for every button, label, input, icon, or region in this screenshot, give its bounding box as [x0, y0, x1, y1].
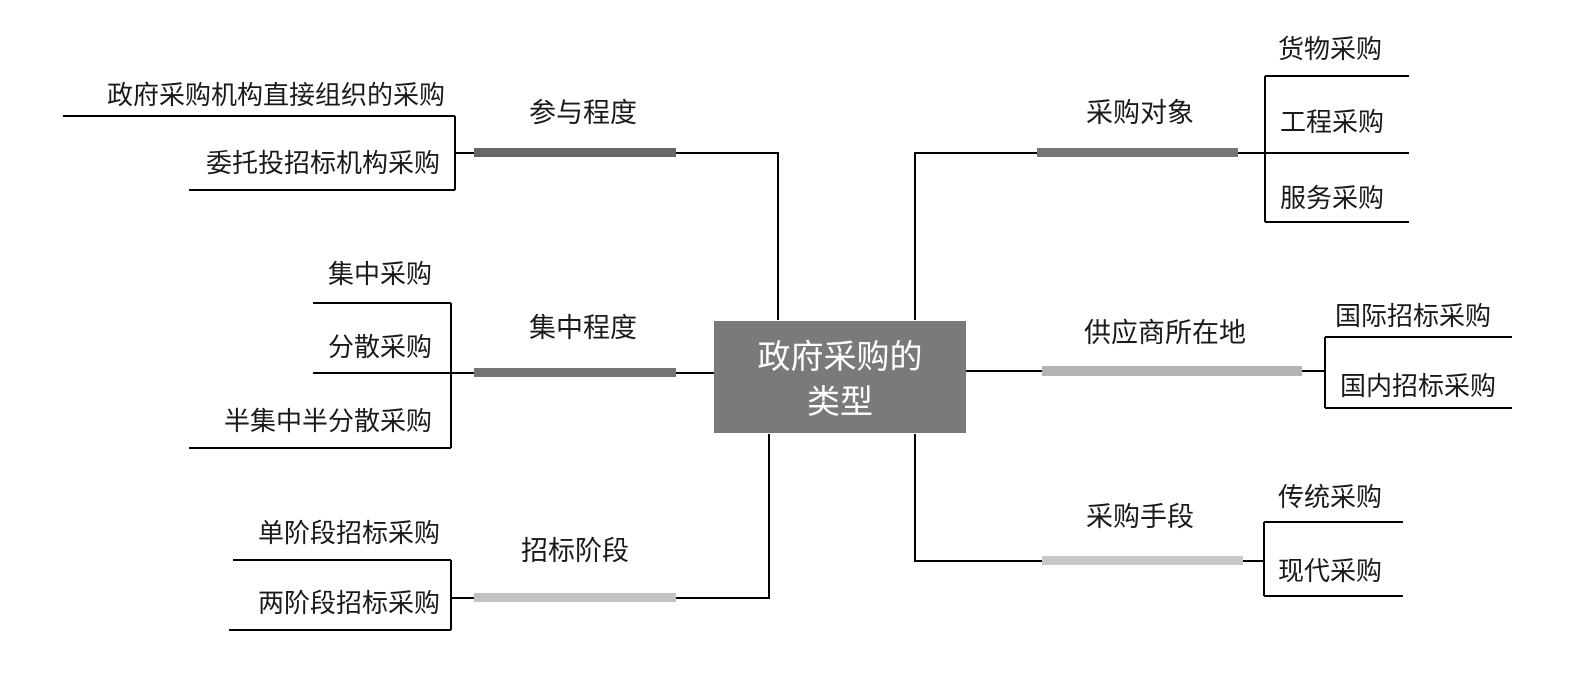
leaf-object-1: 货物采购: [1278, 35, 1382, 65]
leaf-supplier-location-2: 国内招标采购: [1340, 372, 1496, 402]
branch-label-centralization: 集中程度: [529, 313, 637, 344]
connector-root-bidding-stage: [676, 434, 770, 599]
root-box: [714, 321, 966, 433]
bar-supplier-location: [1042, 366, 1302, 376]
leaf-bidding-stage-2: 两阶段招标采购: [258, 589, 440, 619]
branch-bars: [474, 148, 1302, 602]
root-title-line-2: 类型: [807, 382, 873, 421]
connector-root-object: [914, 152, 1037, 320]
leaf-centralization-2: 分散采购: [328, 333, 432, 363]
bar-object: [1037, 148, 1238, 157]
branch-label-participation: 参与程度: [529, 98, 637, 129]
root-title-line-1: 政府采购的: [758, 337, 923, 376]
bar-centralization: [474, 368, 676, 377]
leaf-centralization-3: 半集中半分散采购: [224, 407, 432, 437]
leaf-participation-2: 委托投招标机构采购: [206, 149, 440, 179]
branch-label-object: 采购对象: [1086, 98, 1194, 129]
leaf-means-2: 现代采购: [1278, 557, 1382, 587]
branch-labels: 参与程度 集中程度 招标阶段 采购对象 供应商所在地 采购手段: [521, 98, 1246, 567]
branch-label-means: 采购手段: [1086, 502, 1194, 533]
connector-root-means: [914, 434, 1042, 562]
leaf-participation-1: 政府采购机构直接组织的采购: [107, 81, 445, 111]
leaf-object-3: 服务采购: [1280, 184, 1384, 214]
branch-label-supplier-location: 供应商所在地: [1084, 318, 1246, 349]
leaf-means-1: 传统采购: [1278, 483, 1382, 513]
leaf-supplier-location-1: 国际招标采购: [1335, 302, 1491, 332]
leaf-centralization-1: 集中采购: [328, 260, 432, 290]
bar-participation: [474, 148, 676, 157]
branch-label-bidding-stage: 招标阶段: [521, 536, 629, 567]
connector-root-participation: [676, 152, 779, 320]
leaf-labels: 政府采购机构直接组织的采购 委托投招标机构采购 集中采购 分散采购 半集中半分散…: [107, 35, 1496, 619]
bar-means: [1042, 556, 1243, 565]
root-node: 政府采购的 类型: [714, 321, 966, 433]
connector-lines: [63, 75, 1512, 631]
bar-bidding-stage: [474, 593, 676, 602]
leaf-bidding-stage-1: 单阶段招标采购: [258, 519, 440, 549]
leaf-object-2: 工程采购: [1280, 108, 1384, 138]
